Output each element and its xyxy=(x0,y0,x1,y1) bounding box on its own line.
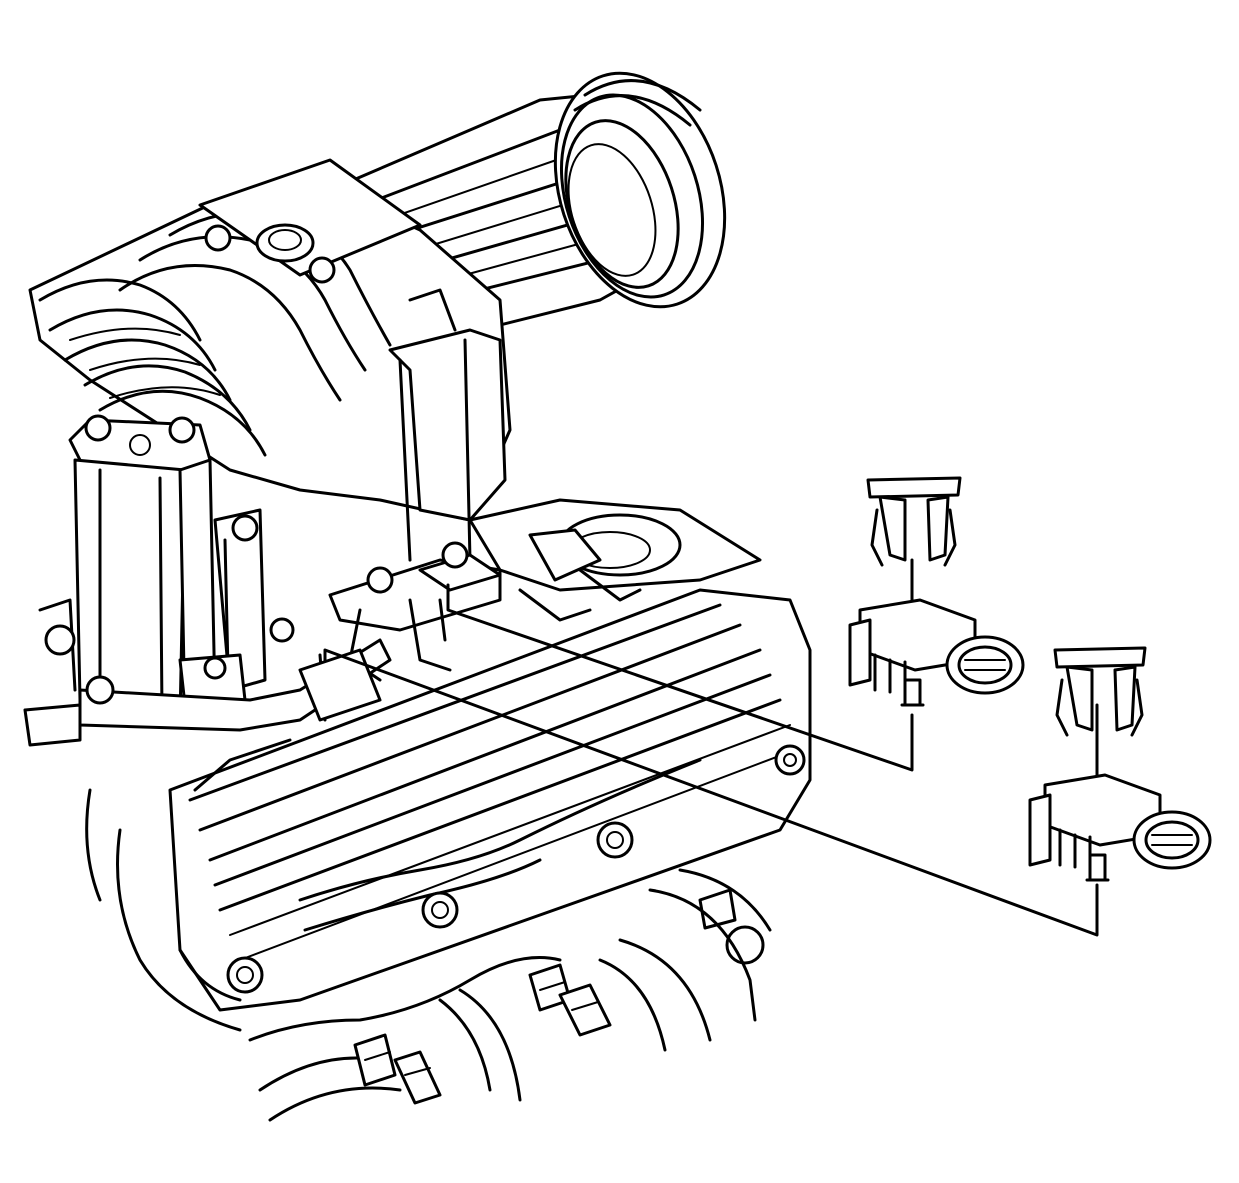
leader-line-upper xyxy=(446,583,914,772)
valve-cover xyxy=(168,588,812,1012)
throttle-area xyxy=(468,498,762,622)
supercharger-housing xyxy=(28,158,512,562)
drive-pulley xyxy=(553,71,727,309)
sensor-retaining-clip-upper xyxy=(866,476,962,612)
pressure-sensor-upper xyxy=(848,598,1025,707)
leader-lines xyxy=(323,583,1099,937)
brackets xyxy=(23,508,392,747)
supercharger-mount xyxy=(38,414,217,722)
sensor-retaining-clip-lower xyxy=(1053,646,1147,787)
leader-line-lower xyxy=(323,648,1099,937)
intake-runners xyxy=(85,788,772,1122)
pressure-sensor-lower xyxy=(1028,773,1212,882)
